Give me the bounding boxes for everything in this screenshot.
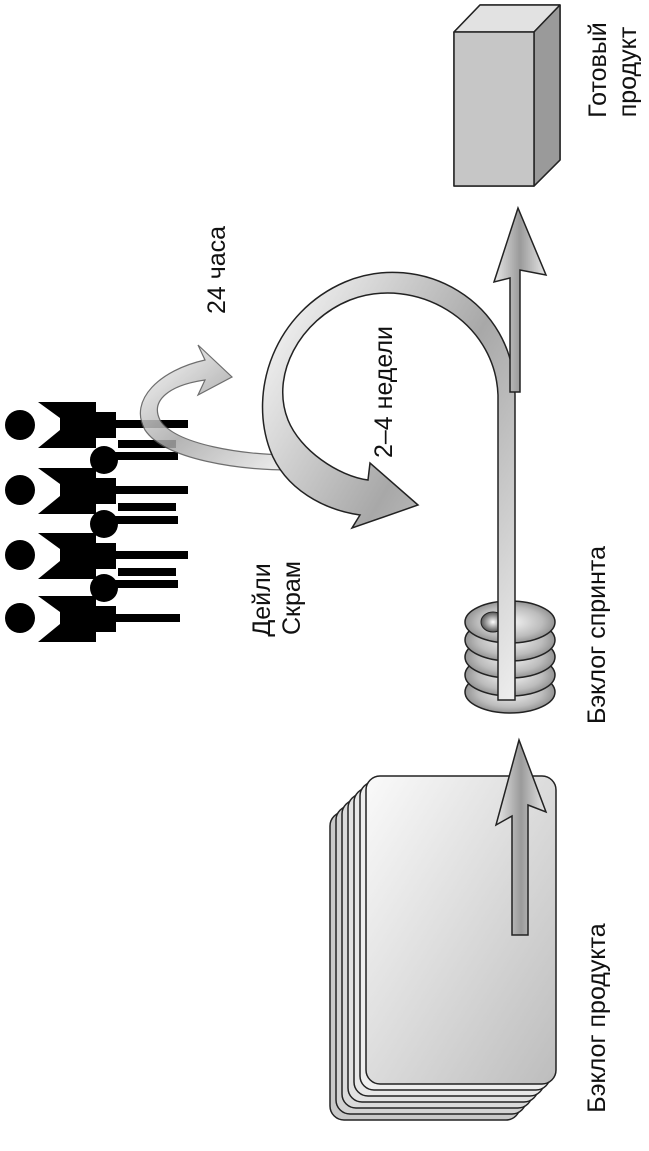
person-figure — [5, 596, 180, 642]
person-figure — [5, 468, 188, 514]
arrow-to-finished-product — [492, 205, 548, 393]
person-figure — [5, 533, 188, 579]
person-figure — [110, 440, 178, 588]
daily-scrum-label-line2: Скрам — [278, 561, 306, 635]
product-backlog-label: Бэклог продукта — [583, 923, 611, 1112]
daily-scrum-label-line1: Дейли — [248, 563, 276, 636]
sprint-backlog-label: Бэклог спринта — [583, 546, 611, 724]
daily-cycle-arrow — [139, 344, 291, 471]
arrow-to-sprint-backlog — [494, 737, 548, 936]
daily-cycle-label: 24 часа — [203, 226, 231, 314]
finished-product-label-line1: Готовый — [584, 22, 612, 118]
sprint-cycle-label: 2–4 недели — [370, 326, 398, 458]
sprint-cycle-arrow — [261, 271, 516, 701]
product-backlog-stack — [329, 775, 557, 1121]
daily-scrum-team — [5, 402, 188, 642]
finished-product-box — [453, 4, 561, 187]
finished-product-label-line2: продукт — [614, 26, 642, 117]
person-figure — [5, 402, 188, 448]
